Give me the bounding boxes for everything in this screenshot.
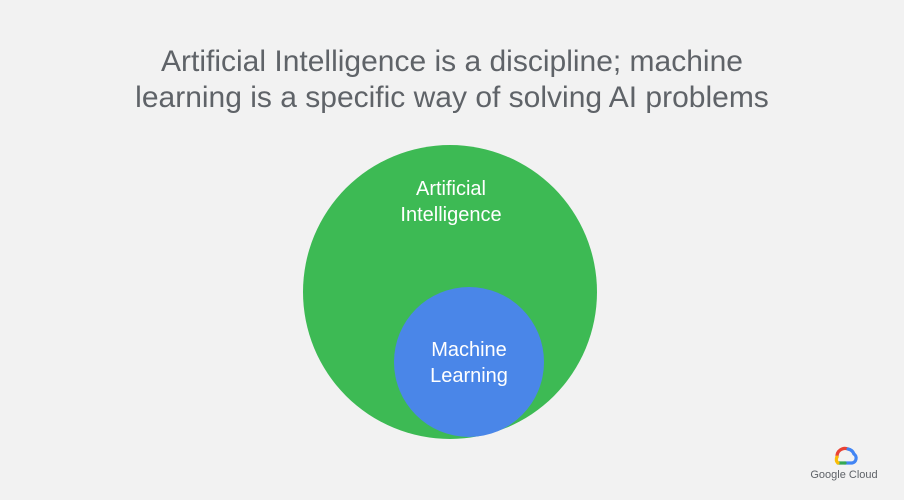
ai-label-line-2: Intelligence	[400, 204, 501, 226]
slide-title: Artificial Intelligence is a discipline;…	[0, 44, 904, 116]
brand-label: Google Cloud	[810, 469, 878, 481]
google-cloud-logo: Google Cloud	[808, 441, 880, 485]
title-line-1: Artificial Intelligence is a discipline;…	[161, 45, 743, 78]
title-line-2: learning is a specific way of solving AI…	[135, 81, 769, 114]
ml-label-line-1: Machine	[431, 339, 507, 361]
ml-label-line-2: Learning	[430, 365, 508, 387]
ai-label-line-1: Artificial	[416, 178, 486, 200]
ml-inner-circle	[394, 287, 544, 437]
google-cloud-icon	[834, 446, 858, 465]
